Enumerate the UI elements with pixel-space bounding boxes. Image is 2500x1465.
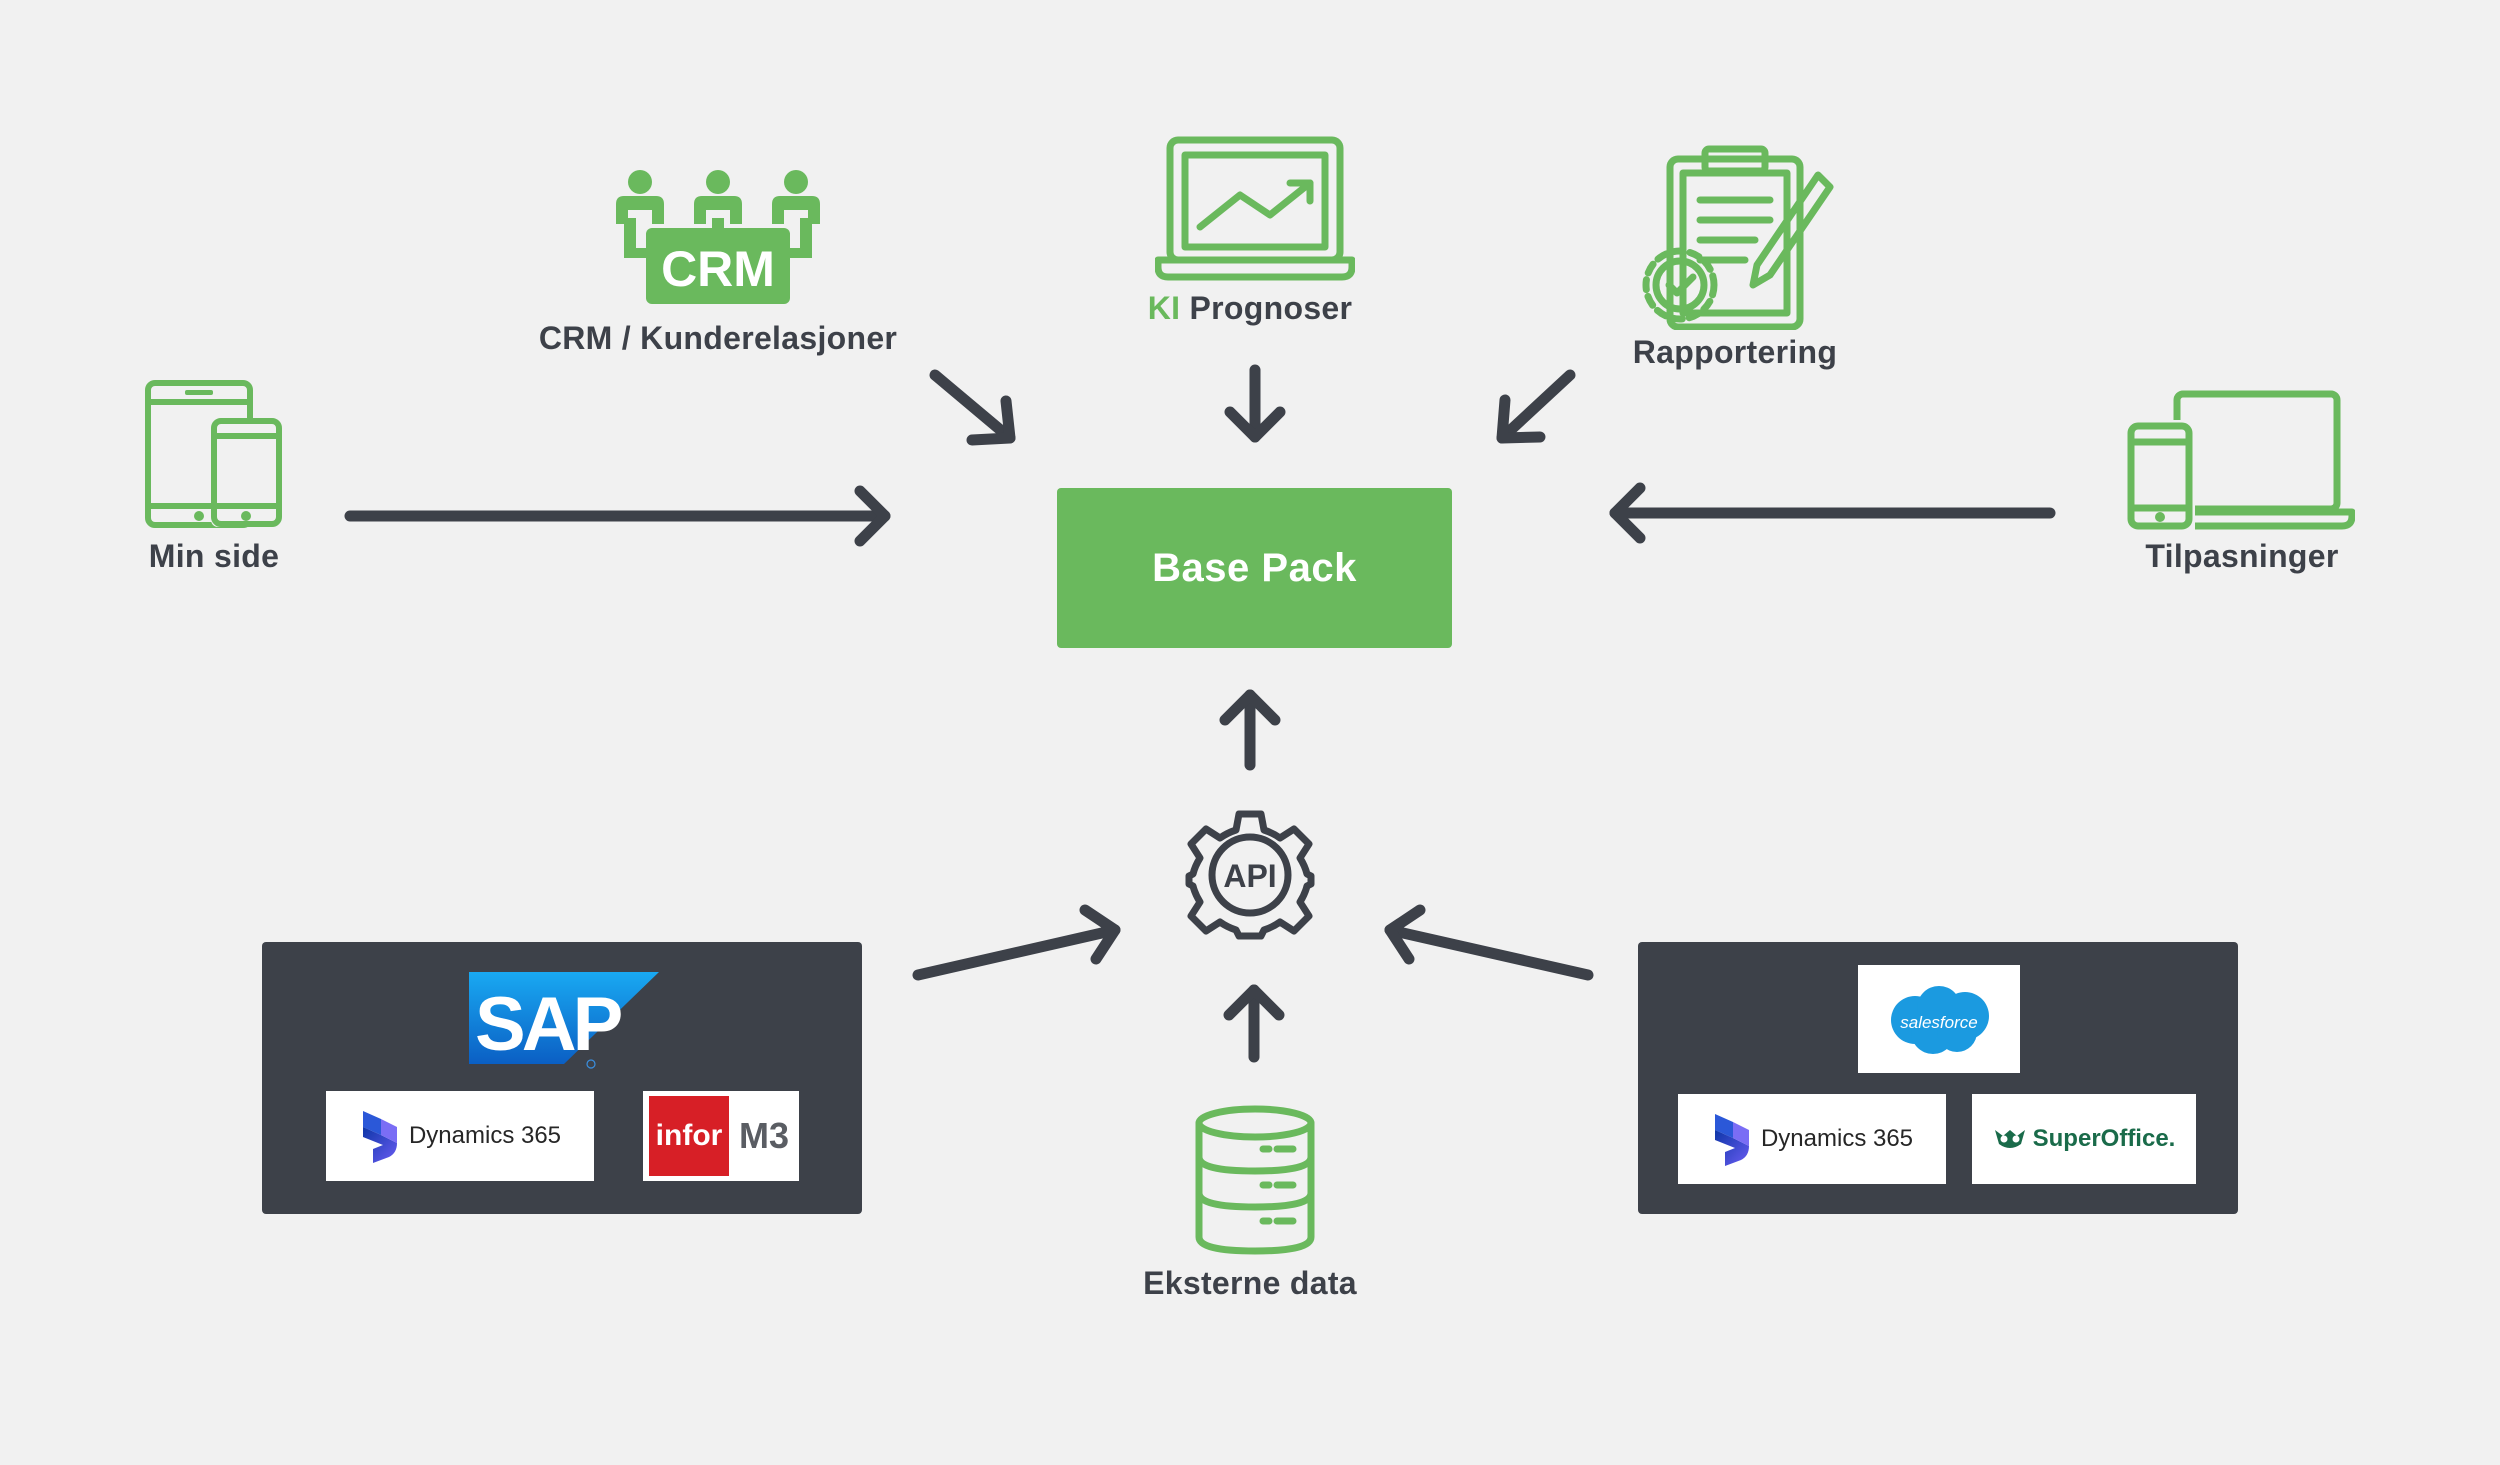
reporting-label: Rapportering — [1632, 334, 1838, 370]
m3-logo-text: M3 — [739, 1115, 790, 1156]
base-pack-box: Base Pack — [1057, 488, 1452, 648]
arrow-external-to-api — [1223, 984, 1285, 1063]
superoffice-owl-icon — [1994, 1130, 2025, 1148]
arrow-crm-panel-to-api — [1384, 904, 1594, 981]
dynamics-365-icon — [362, 1111, 397, 1163]
dynamics-365-logo: Dynamics 365 — [1678, 1094, 1946, 1184]
superoffice-text: SuperOffice. — [2032, 1125, 2176, 1152]
salesforce-cloud-icon: salesforce — [1891, 986, 1989, 1054]
arrow-reporting-to-base — [1496, 369, 1576, 444]
clipboard-report-icon — [1642, 145, 1834, 330]
forecast-highlight: KI — [1147, 290, 1181, 326]
salesforce-logo: salesforce — [1858, 965, 2020, 1073]
arrow-api-to-base — [1219, 689, 1281, 771]
crm-label: CRM / Kunderelasjoner — [538, 320, 898, 356]
infor-m3-logo: infor M3 — [643, 1091, 799, 1181]
infor-logo-text: infor — [649, 1096, 729, 1176]
arrow-tilpasninger-to-base — [1609, 482, 2056, 544]
superoffice-logo: SuperOffice. — [1972, 1094, 2196, 1184]
erp-panel: SAP Dynamics 365 infor M3 — [262, 942, 862, 1214]
salesforce-logo-text: salesforce — [1900, 1013, 1977, 1032]
tablet-phone-icon — [145, 380, 282, 528]
database-icon — [1195, 1105, 1315, 1255]
dynamics-365-icon — [1714, 1114, 1749, 1166]
dynamics-365-text: Dynamics 365 — [1760, 1125, 1914, 1152]
arrow-minside-to-base — [344, 485, 891, 547]
crm-users-icon: CRM — [616, 170, 820, 304]
dynamics-365-text: Dynamics 365 — [408, 1122, 562, 1149]
api-text: API — [1223, 858, 1276, 894]
forecast-label: KI Prognoser — [1148, 290, 1353, 327]
arrow-erp-to-api — [912, 904, 1121, 981]
arrow-crm-to-base — [929, 369, 1016, 446]
external-data-label: Eksterne data — [1143, 1265, 1357, 1301]
crm-badge-text: CRM — [661, 241, 775, 297]
arrow-forecast-to-base — [1224, 364, 1286, 443]
sap-logo-text: SAP — [475, 982, 622, 1067]
customizations-label: Tilpasninger — [2145, 538, 2339, 574]
dynamics-365-logo: Dynamics 365 — [326, 1091, 594, 1181]
laptop-phone-icon — [2125, 390, 2355, 532]
crm-systems-panel: salesforce Dynamics 365 — [1638, 942, 2238, 1214]
sap-logo: SAP — [469, 972, 659, 1069]
forecast-label-text: Prognoser — [1189, 290, 1353, 326]
api-gear-icon: API — [1185, 810, 1315, 940]
my-page-label: Min side — [148, 538, 280, 574]
laptop-chart-icon — [1155, 136, 1355, 281]
